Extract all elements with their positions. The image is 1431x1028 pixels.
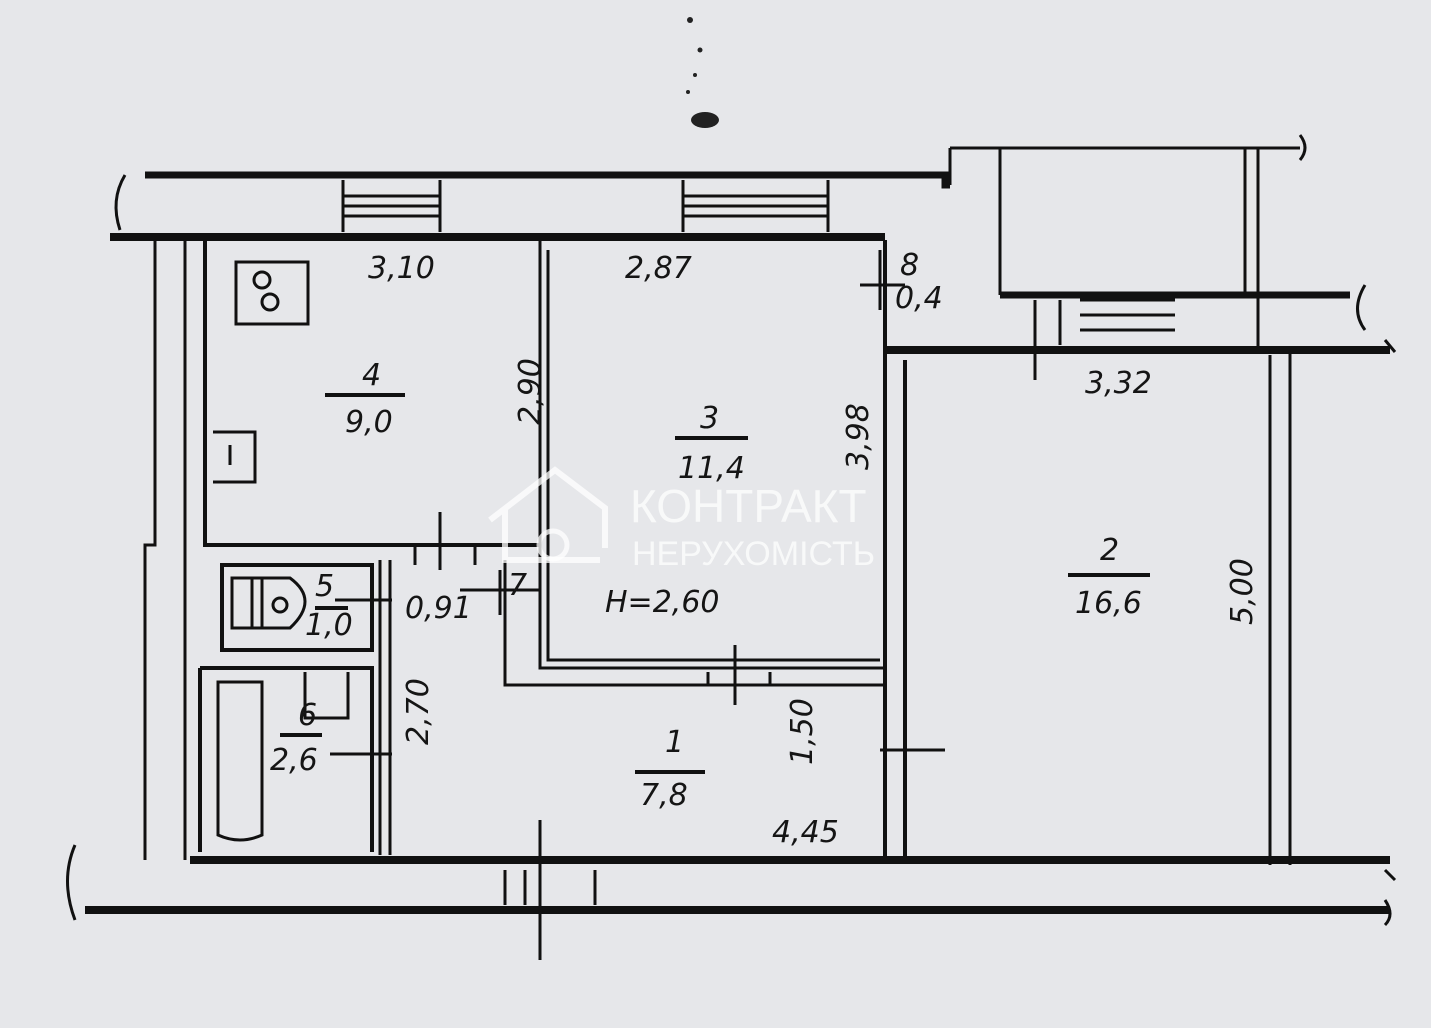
dim-room2-width: 3,32 (1085, 366, 1152, 401)
room-6-number: 6 (298, 698, 317, 733)
watermark-line1: КОНТРАКТ (630, 480, 867, 532)
room-5-number: 5 (315, 569, 334, 604)
room-8-area: 0,4 (895, 281, 943, 316)
walls (66, 134, 1397, 960)
dim-bath-depth: 2,70 (401, 678, 436, 745)
dim-room2-depth: 5,00 (1225, 558, 1260, 625)
dim-room3-width: 2,87 (625, 251, 692, 286)
room-3-area: 11,4 (678, 451, 745, 486)
dim-kitchen-depth: 2,90 (513, 358, 548, 425)
room-4-area: 9,0 (345, 405, 393, 440)
watermark-line2: НЕРУХОМІСТЬ (632, 535, 875, 573)
room-7-number: 7 (508, 568, 527, 603)
watermark: КОНТРАКТ НЕРУХОМІСТЬ (488, 466, 875, 573)
room-6-area: 2,6 (270, 743, 318, 778)
window (1033, 298, 1175, 380)
room-8-number: 8 (900, 248, 919, 283)
window (681, 180, 830, 232)
room-1-number: 1 (665, 725, 684, 760)
room-5-area: 1,0 (305, 608, 353, 643)
dim-corridor-width: 0,91 (405, 591, 472, 626)
ceiling-height: H=2,60 (605, 585, 720, 620)
labels: 3,10 2,87 8 0,4 2,90 4 9,0 3 11,4 3,98 3… (270, 248, 1260, 850)
room-1-area: 7,8 (640, 778, 688, 813)
room-3-number: 3 (700, 401, 719, 436)
dim-room3-depth: 3,98 (841, 403, 876, 470)
room-4-number: 4 (362, 358, 381, 393)
window (341, 180, 442, 232)
room-2-area: 16,6 (1075, 586, 1142, 621)
dim-hall-depth: 1,50 (785, 698, 820, 765)
room-2-number: 2 (1100, 533, 1119, 568)
dim-kitchen-width: 3,10 (368, 251, 435, 286)
ink-marks (686, 17, 719, 128)
dim-hall-length: 4,45 (772, 815, 839, 850)
